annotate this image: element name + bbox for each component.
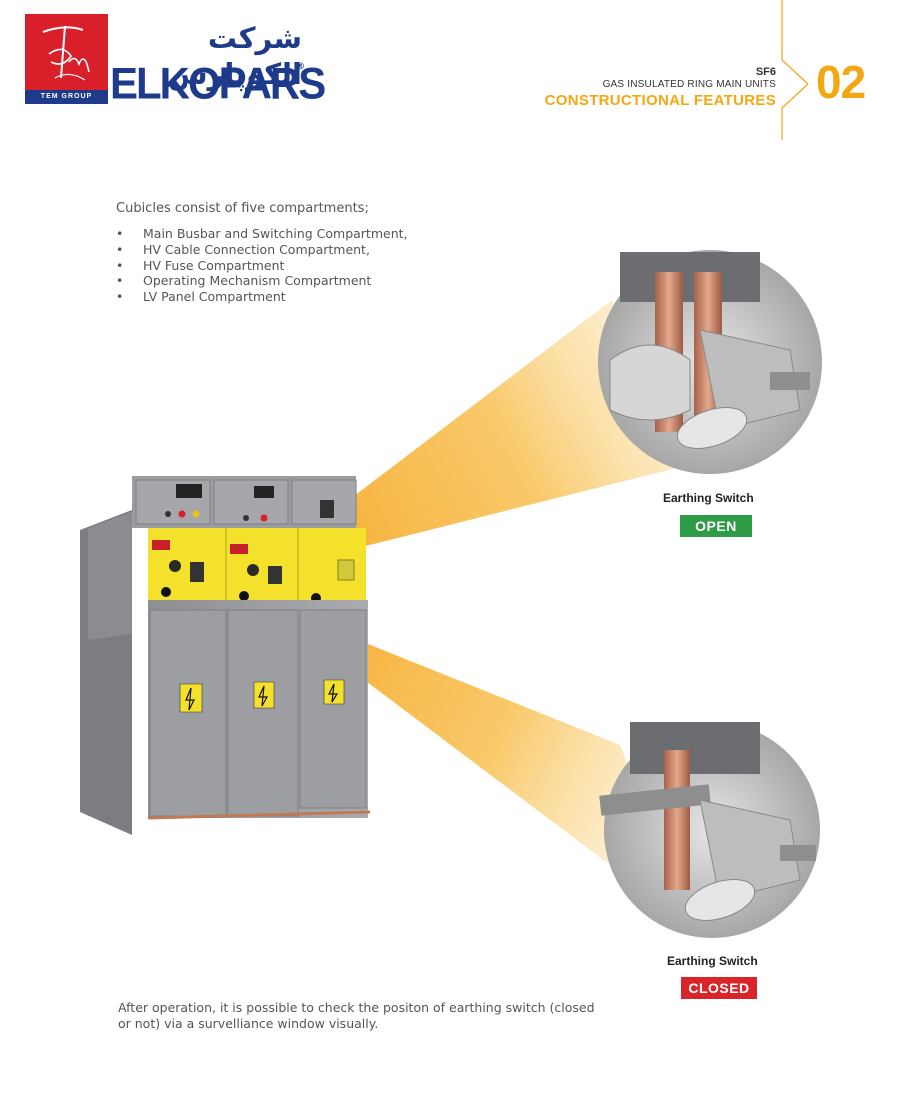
list-item: Operating Mechanism Compartment [116,273,408,289]
page-number: 02 [816,56,866,108]
earthing-switch-label-closed: Earthing Switch [667,954,758,968]
logo-strip: TEM GROUP [25,90,108,104]
list-item: Main Busbar and Switching Compartment, [116,226,408,242]
status-badge-closed: CLOSED [681,977,757,999]
status-badge-open: OPEN [680,515,752,537]
page-title: CONSTRUCTIONAL FEATURES [544,92,776,109]
list-item: HV Cable Connection Compartment, [116,242,408,258]
brand-name-english: ELKOPARS [110,58,326,109]
header-divider-lines [781,0,809,140]
logo-emblem: TEM GROUP [25,14,108,104]
header-subtitle: GAS INSULATED RING MAIN UNITS [602,79,776,90]
earthing-switch-open-detail [598,250,822,474]
monogram-icon [42,25,90,81]
mechanism-panel [148,528,366,600]
registered-mark: ® [296,62,305,72]
earthing-switch-closed-detail [599,722,820,938]
intro-text: Cubicles consist of five compartments; [116,201,369,216]
light-beam-upper [250,300,700,575]
footer-note: After operation, it is possible to check… [118,1000,595,1031]
brand-name-persian: شرکت الکوپارس [167,21,302,91]
compartment-list: Main Busbar and Switching Compartment, H… [116,226,408,305]
header-line-sf6: SF6 [755,66,776,78]
earthing-switch-label-open: Earthing Switch [663,491,754,505]
list-item: LV Panel Compartment [116,289,408,305]
list-item: HV Fuse Compartment [116,258,408,274]
